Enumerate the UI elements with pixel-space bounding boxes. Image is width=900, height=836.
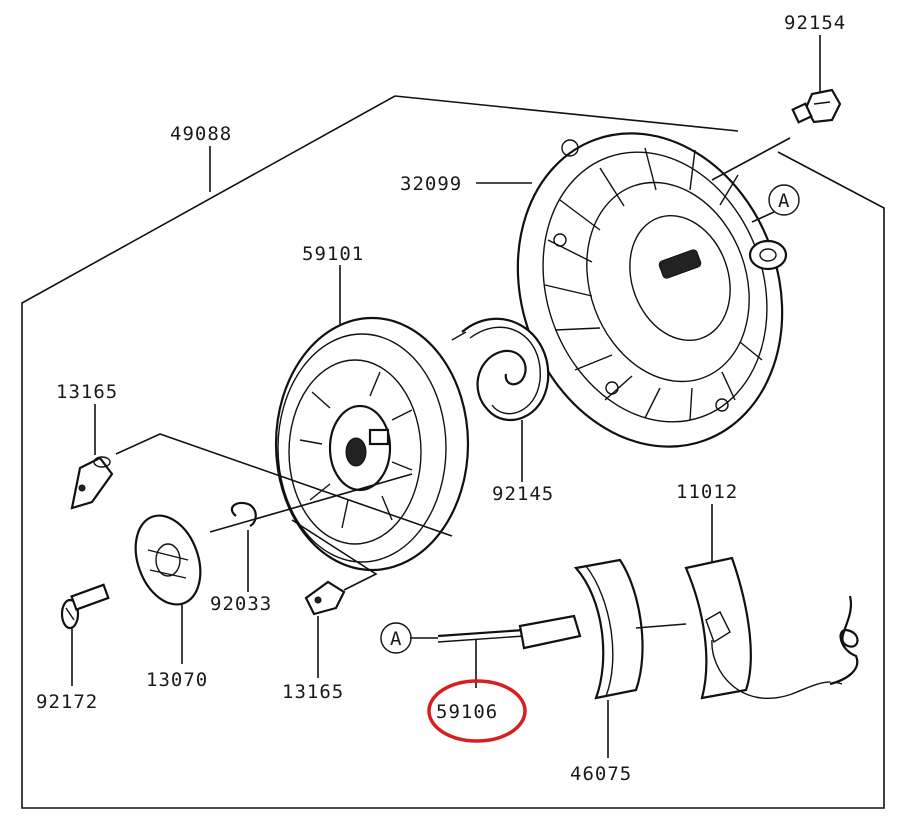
part-92154-bolt[interactable] [791, 88, 842, 124]
label-13070[interactable]: 13070 [146, 669, 208, 691]
assembly-outline-right [21, 95, 885, 809]
label-59106[interactable]: 59106 [436, 701, 498, 723]
part-32099-housing[interactable] [475, 96, 825, 484]
label-46075[interactable]: 46075 [570, 763, 632, 785]
label-49088[interactable]: 49088 [170, 123, 232, 145]
reference-a-lower-text: A [390, 628, 402, 650]
label-92172[interactable]: 92172 [36, 691, 98, 713]
label-92145[interactable]: 92145 [492, 483, 554, 505]
part-92145-spring[interactable] [451, 317, 550, 422]
part-46075-handle[interactable] [518, 558, 644, 700]
label-92154[interactable]: 92154 [784, 12, 846, 34]
reference-a-upper: A [768, 184, 800, 216]
reference-a-lower: A [380, 622, 412, 654]
label-13165-upper[interactable]: 13165 [56, 381, 118, 403]
assembly-outline [394, 95, 739, 132]
part-13165-pawl-lower[interactable] [304, 580, 346, 616]
leader-lines [71, 35, 821, 758]
part-11012-grip[interactable] [684, 556, 859, 700]
label-13165-lower[interactable]: 13165 [282, 681, 344, 703]
part-59106-rope[interactable] [437, 628, 525, 643]
label-92033[interactable]: 92033 [210, 593, 272, 615]
part-13070-ratchet-plate[interactable] [124, 507, 212, 614]
part-59101-pulley[interactable] [274, 316, 470, 572]
label-32099[interactable]: 32099 [400, 173, 462, 195]
highlight-circle-59106 [427, 679, 527, 743]
reference-a-upper-text: A [778, 190, 790, 212]
part-92172-screw[interactable] [60, 583, 110, 630]
label-11012[interactable]: 11012 [676, 481, 738, 503]
part-13165-pawl-upper[interactable] [70, 456, 114, 510]
label-59101[interactable]: 59101 [302, 243, 364, 265]
